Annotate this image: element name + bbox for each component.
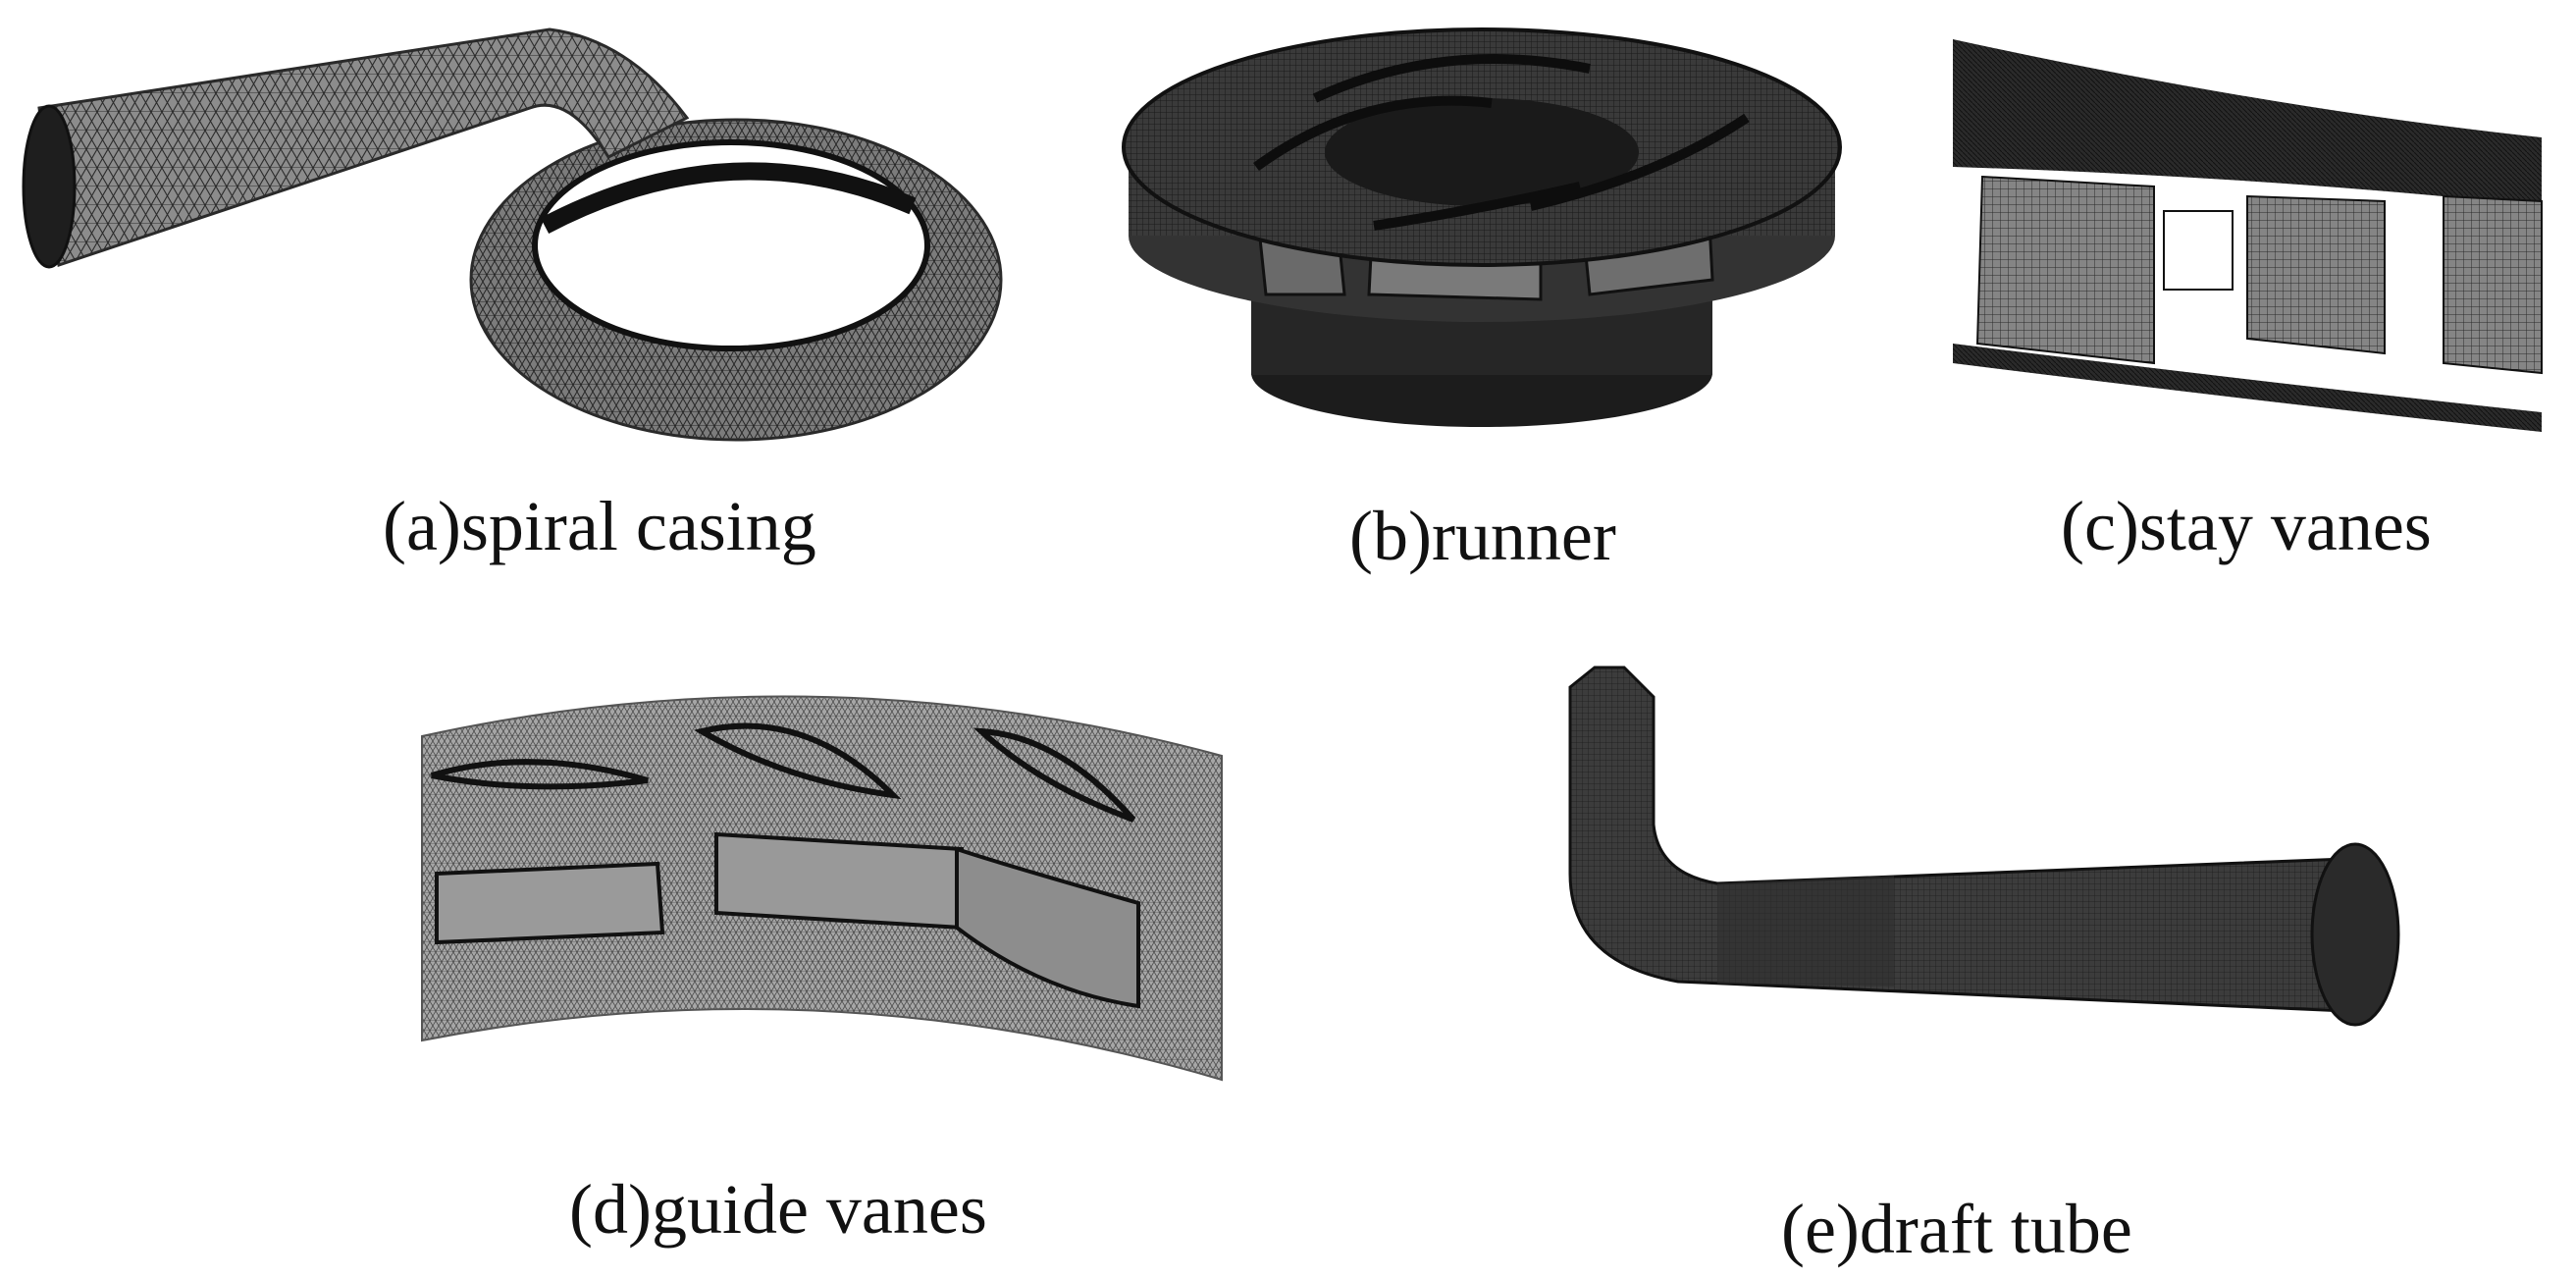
draft-tube-mesh <box>1568 666 2400 1027</box>
guide-vanes-mesh <box>421 695 1223 1082</box>
caption-spiral-casing: (a)spiral casing <box>383 487 816 565</box>
caption-stay-vanes: (c)stay vanes <box>2061 487 2432 565</box>
caption-guide-vanes: (d)guide vanes <box>569 1170 987 1249</box>
runner-mesh <box>1122 27 1842 427</box>
caption-runner: (b)runner <box>1349 497 1616 575</box>
stay-vanes-mesh <box>1953 39 2543 432</box>
spiral-casing-panel <box>0 0 1021 461</box>
caption-draft-tube: (e)draft tube <box>1781 1190 2132 1268</box>
runner-panel <box>1119 0 1845 461</box>
spiral-casing-mesh <box>22 27 1003 442</box>
guide-vanes-panel <box>412 667 1236 1099</box>
draft-tube-panel <box>1541 648 2404 1099</box>
stay-vanes-panel <box>1953 0 2576 461</box>
